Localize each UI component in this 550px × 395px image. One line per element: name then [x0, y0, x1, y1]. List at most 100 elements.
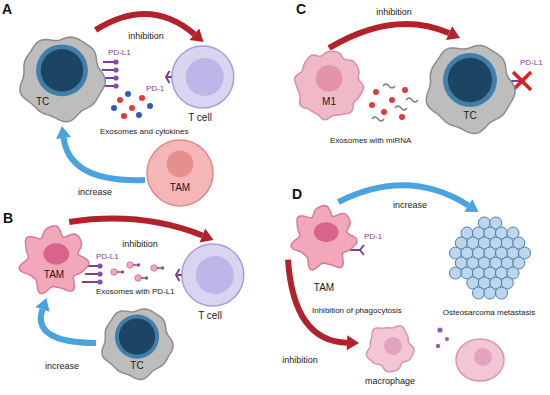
cell-nucleus [41, 49, 84, 92]
cytokine-dot [147, 103, 153, 109]
exosome-dot [139, 95, 145, 101]
tumor-cell-bubble [496, 287, 508, 299]
cell-nucleus [167, 151, 194, 178]
receptor-head [113, 75, 118, 80]
particle-dot [437, 327, 442, 332]
cell-drawing [292, 48, 366, 122]
exosome-label: Exosomes and cytokines [100, 127, 189, 136]
arrow-head [56, 126, 71, 139]
arrow-head [35, 298, 49, 312]
cell-nucleus [316, 65, 343, 92]
mirna-strand [395, 106, 407, 110]
cell-label: TAM [170, 182, 190, 194]
particle-dot [436, 344, 440, 348]
mirna-exosomes [369, 84, 418, 121]
receptor-head [145, 276, 148, 279]
pd-l1-heads [113, 59, 118, 88]
mirna-strand [372, 117, 384, 121]
cell-drawing [14, 30, 110, 126]
panel-letter: C [296, 1, 306, 17]
cell-body [426, 45, 515, 133]
exosome-dot [389, 97, 395, 103]
receptor-head [113, 59, 118, 64]
arrow-head [347, 335, 359, 350]
exosome-label: Exosomes with PD-L1 [96, 287, 175, 296]
cell-body [456, 339, 504, 381]
arrow-label: inhibition [120, 239, 160, 249]
protein-label: PD-L1 [108, 48, 131, 57]
protein-label: PD-1 [364, 232, 382, 241]
exosome-dot [151, 265, 157, 271]
macrophage-cell: TAM [145, 138, 215, 208]
cell-label: TC [463, 110, 476, 122]
panel-letter: A [2, 1, 12, 17]
increase-arrow [35, 298, 96, 343]
exosome-dot [402, 87, 408, 93]
pd-l1-exosomes [111, 262, 164, 281]
cell-body [147, 140, 213, 206]
arrow-shaft [69, 219, 202, 236]
m1-macrophage: M1 [292, 48, 366, 122]
tumor-cell: TC [420, 38, 520, 138]
protein-label: PD-L1 [96, 252, 119, 261]
cell-label: Osteosarcoma metastasis [443, 308, 535, 317]
cell-body [172, 46, 234, 108]
receptor-head [97, 271, 102, 276]
cell-body [102, 309, 173, 380]
cell-label: TC [36, 96, 49, 108]
cell-nucleus [115, 314, 159, 358]
block-cross [513, 72, 531, 90]
cell-nucleus [36, 44, 88, 96]
receptor-stem [102, 69, 114, 71]
cell-body [291, 206, 357, 270]
protein-label: PD-1 [146, 84, 164, 93]
inhibition-arrow [329, 24, 460, 48]
exosome-dot [135, 275, 141, 281]
exosome-dot [399, 114, 405, 120]
panel-letter: B [3, 210, 13, 226]
tumor-cell-bubble [450, 267, 462, 279]
receptor-stem [141, 277, 145, 278]
cell-body [20, 37, 105, 122]
arrow-label: increase [391, 200, 429, 210]
cell-nucleus [474, 348, 492, 366]
arrow-head [190, 29, 204, 43]
receptor-stem [157, 267, 161, 268]
block-cross [513, 72, 531, 90]
cell-drawing [436, 212, 542, 324]
receptor-stem [85, 273, 98, 275]
exosome-dot [127, 262, 133, 268]
exosome-label: Exosomes with miRNA [330, 136, 411, 145]
t-cell: T cell [165, 42, 235, 126]
exosome-dot [129, 105, 135, 111]
phagocytosis-particles [436, 327, 449, 348]
protein-label: PD-L1 [520, 58, 543, 67]
receptor-cup [360, 245, 364, 255]
cell-label: T cell [198, 310, 222, 322]
t-cell: T cell [175, 240, 245, 324]
cell-nucleus [119, 318, 155, 354]
cell-nucleus [443, 53, 497, 107]
cell-nucleus [448, 58, 492, 102]
cell-nucleus [43, 243, 69, 264]
macrophage-cell: TAM [16, 222, 92, 298]
cell-nucleus [384, 337, 402, 355]
cytokine-dot [136, 112, 142, 118]
arrow-head [446, 26, 460, 40]
tumor-cluster: Osteosarcoma metastasis [436, 212, 542, 324]
receptor-head [97, 263, 102, 268]
receptor-stem [103, 61, 114, 63]
cell-body [19, 226, 89, 294]
cell-body [182, 244, 244, 306]
arrow-label: inhibition [374, 7, 414, 17]
cell-drawing [420, 38, 520, 138]
pd-l1-heads [97, 263, 102, 284]
receptor-stem [133, 264, 137, 265]
cell-label: TAM [314, 282, 334, 294]
cell-nucleus [196, 256, 234, 294]
cell-nucleus [186, 58, 224, 96]
panel-letter: D [292, 186, 302, 202]
cell-drawing [145, 138, 215, 208]
arrow-label: increase [43, 361, 81, 371]
